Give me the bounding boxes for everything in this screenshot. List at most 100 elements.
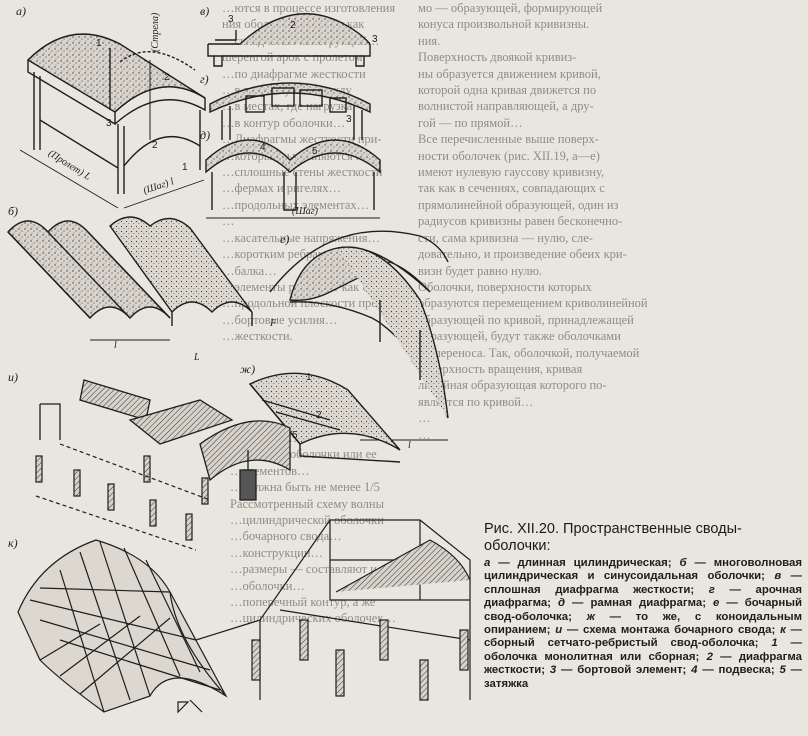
background-right-line: …	[418, 427, 431, 442]
background-right-line: визн будет равно нулю.	[418, 263, 543, 278]
caption-legend: а — длинная цилиндрическая; б — многовол…	[484, 557, 802, 691]
background-right-line: их переноса. Так, оболочкой, получаемой	[418, 345, 640, 360]
panel-d-drawing	[205, 139, 381, 219]
background-right-line: образующей по кривой, принадлежащей	[418, 312, 634, 327]
caption-item-text: — то же, с коноидальным опиранием;	[484, 610, 802, 637]
caption-item-key: б	[679, 557, 687, 569]
panel-letter-zh: ж)	[240, 362, 256, 376]
caption-item: г — арочная диафрагма;	[484, 584, 802, 609]
part-number-zh-1: 1	[306, 372, 312, 383]
background-right-line: …	[418, 411, 431, 426]
panel-g-drawing	[209, 82, 371, 140]
caption-item-text: — арочная диафрагма;	[484, 583, 802, 610]
background-middle-line: …в контур оболочки…	[222, 115, 346, 130]
background-right-line: гой — по прямой…	[418, 115, 523, 130]
background-right-line: образующей, будут также оболочками	[418, 329, 621, 344]
caption-item: к — сборный сетчато-ребристый свод-оболо…	[484, 624, 802, 649]
caption-item-text: — многоволновая цилиндрическая и синусои…	[484, 557, 802, 583]
background-right-line: Все перечисленные выше поверх-	[418, 132, 599, 147]
caption-item-text: — схема монтажа бочарного свода;	[562, 624, 781, 637]
part-number-a-4: 1	[182, 162, 188, 173]
caption-title: Рис. XII.20. Пространственные своды-обол…	[484, 521, 742, 554]
caption-item-key: е	[713, 597, 720, 610]
dim-label-F: F	[270, 318, 277, 329]
background-lower-line: …размеры — составляют и в	[230, 562, 386, 577]
panel-letter-a: а)	[16, 4, 26, 18]
caption-item: а — длинная цилиндрическая;	[484, 557, 679, 569]
part-number-v-3: 3	[228, 14, 234, 25]
panel-i-drawing	[35, 379, 291, 551]
part-number-v-3b: 3	[372, 34, 378, 45]
background-middle-line: шеренгой арок с пролетом	[222, 50, 363, 65]
caption-item-key: к	[780, 624, 786, 637]
caption-item-text: — бочарный свод-оболочка;	[484, 597, 802, 623]
caption-item: ж — то же, с коноидальным опиранием;	[484, 611, 802, 636]
panel-a-drawing	[19, 33, 206, 209]
background-middle-line: …касательные напряжения…	[222, 230, 380, 245]
background-right-line: радиусов кривизны равен бесконечно-	[418, 214, 623, 229]
caption-item-key: ж	[586, 610, 595, 623]
part-number-a-3: 3	[106, 118, 112, 129]
caption-item-key: и	[555, 624, 563, 637]
background-middle-line: …ются в процессе изготовления	[222, 1, 396, 15]
caption-item: б — многоволновая цилиндрическая и синус…	[484, 557, 802, 582]
caption-item: 5 — затяжка	[484, 664, 802, 689]
background-middle-line: …балка…	[222, 263, 277, 278]
caption-item-key: 5	[779, 664, 786, 677]
caption-item-key: г	[708, 583, 715, 596]
caption-item-text: — длинная цилиндрическая;	[490, 557, 680, 569]
panel-letter-b: б)	[8, 204, 19, 218]
background-right-line: линейная образующая которого по-	[418, 378, 607, 393]
background-lower-line: Рассмотренный схему волны	[230, 496, 384, 511]
part-number-d-5: 5	[312, 146, 318, 157]
background-right-line: имеют нулевую гауссову кривизну,	[418, 165, 605, 180]
background-middle-line: …фермах и ригелях…	[222, 181, 341, 196]
part-number-zh-5: 5	[292, 430, 298, 441]
panel-letter-g: г)	[200, 72, 209, 86]
background-right-line: мо — образующей, формирующей	[418, 1, 603, 15]
caption-item-text: — сборный сетчато-ребристый свод-оболочк…	[484, 624, 802, 650]
caption-item: е — бочарный свод-оболочка;	[484, 597, 802, 622]
caption-item-key: в	[774, 570, 782, 583]
dim-label-shag-d: (Шаг)	[292, 206, 318, 217]
caption-item-text: — бортовой элемент;	[556, 664, 692, 677]
panel-i-columns	[35, 443, 211, 551]
caption-item-text: — подвеска;	[697, 664, 780, 677]
dim-label-l-e: l	[408, 440, 411, 451]
background-middle-line: …жесткости.	[222, 329, 293, 344]
background-lower-line: …должна быть не менее 1/5	[230, 480, 380, 495]
dim-label-l-small: l	[114, 340, 117, 351]
caption-item-key: д	[557, 597, 566, 610]
panel-zh-drawing	[248, 372, 401, 463]
caption-item-text: — диафрагма жесткости;	[484, 650, 802, 677]
background-right-line: довательно, и произведение обеих кри-	[418, 247, 627, 262]
caption-item-key: 3	[549, 664, 557, 677]
panel-v-drawing	[207, 13, 371, 67]
part-number-a-1: 1	[96, 38, 102, 49]
caption-item: 4 — подвеска;	[691, 664, 779, 676]
background-right-line: волнистой направляющей, а дру-	[418, 99, 594, 114]
part-number-zh-2: 2	[316, 410, 322, 421]
background-middle-line: …сплошные стены жесткости	[222, 165, 383, 180]
background-middle-line: …по диафрагме жесткости	[222, 66, 366, 81]
part-number-v-2: 2	[290, 20, 296, 31]
caption-item-text: — сплошная диафрагма жесткости;	[484, 570, 802, 596]
panel-letter-e: е)	[280, 232, 290, 246]
panel-letter-v: в)	[200, 4, 210, 18]
background-right-line: так как в сечениях, совпадающих с	[418, 181, 605, 196]
background-right-line: Оболочки, поверхности которых	[418, 279, 592, 294]
panel-b-drawing	[7, 216, 253, 341]
background-lower-line: …цилиндрической оболочки	[230, 513, 384, 528]
part-number-g-3: 3	[346, 114, 352, 125]
background-right-line: сти, сама кривизна — нулю, сле-	[418, 230, 593, 245]
dim-label-strela: (Стрела)	[150, 12, 161, 52]
background-right-line: прямолинейной образующей, один из	[418, 197, 619, 212]
dim-label-L-big: L	[194, 352, 200, 363]
caption-item-key: а	[484, 557, 491, 569]
caption-item-text: — оболочка монолитная или сборная;	[484, 637, 802, 663]
figure-caption: Рис. XII.20. Пространственные своды-обол…	[482, 519, 804, 696]
background-right-line: ности оболочек (рис. XII.19, а—е)	[418, 148, 600, 163]
caption-item: 1 — оболочка монолитная или сборная;	[484, 637, 802, 662]
